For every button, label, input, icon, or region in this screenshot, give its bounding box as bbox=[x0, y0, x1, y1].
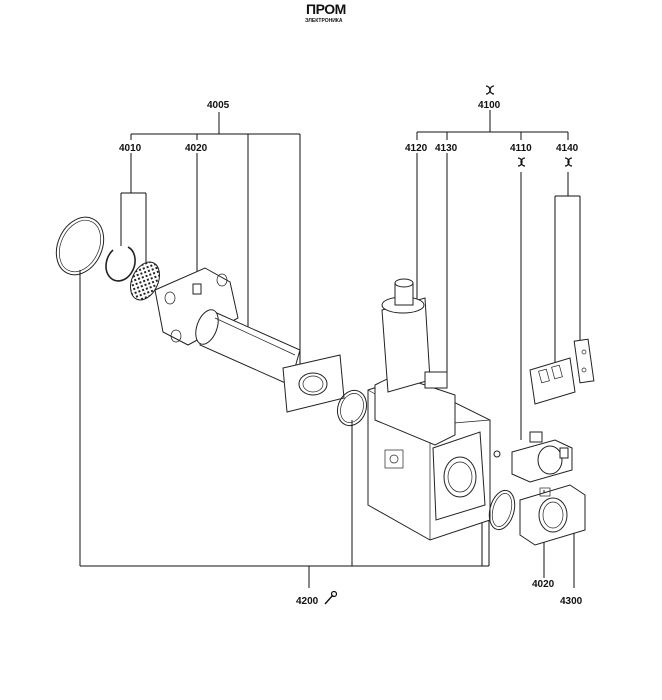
large-o-ring-left bbox=[55, 216, 105, 276]
logo: ПРОМ ЭЛЕКТРОНИКА bbox=[305, 1, 346, 24]
filter-insert bbox=[529, 338, 595, 405]
outlet-flange-right bbox=[519, 484, 586, 546]
logo-sub-text: ЭЛЕКТРОНИКА bbox=[305, 18, 343, 24]
label-4020-top: 4020 bbox=[185, 143, 208, 154]
retaining-ring bbox=[105, 246, 136, 282]
label-4300: 4300 bbox=[560, 596, 583, 607]
label-4130: 4130 bbox=[435, 143, 458, 154]
pressure-switch bbox=[511, 431, 573, 483]
label-4110: 4110 bbox=[510, 143, 532, 154]
leader-lines bbox=[79, 110, 581, 588]
label-4020-bottom: 4020 bbox=[532, 579, 555, 590]
gas-valve-body bbox=[367, 278, 501, 541]
label-4200: 4200 bbox=[296, 596, 319, 607]
circle-arrows-icon bbox=[485, 85, 495, 95]
logo-main-text: ПРОМ bbox=[306, 1, 346, 17]
label-4100: 4100 bbox=[478, 100, 501, 111]
circle-arrows-icon bbox=[564, 157, 573, 167]
label-4140: 4140 bbox=[556, 143, 579, 154]
label-4120: 4120 bbox=[405, 143, 428, 154]
o-ring-right bbox=[488, 489, 516, 531]
label-4005: 4005 bbox=[207, 100, 230, 111]
o-ring-middle bbox=[336, 389, 368, 427]
circle-arrows-icon bbox=[517, 157, 526, 167]
inlet-flange-pipe bbox=[154, 267, 345, 413]
strainer-disc bbox=[129, 261, 161, 301]
label-4010: 4010 bbox=[119, 143, 142, 154]
wrench-icon bbox=[324, 590, 338, 605]
part-labels: 4005 4010 4020 4100 4120 4130 4110 4140 … bbox=[119, 100, 583, 607]
